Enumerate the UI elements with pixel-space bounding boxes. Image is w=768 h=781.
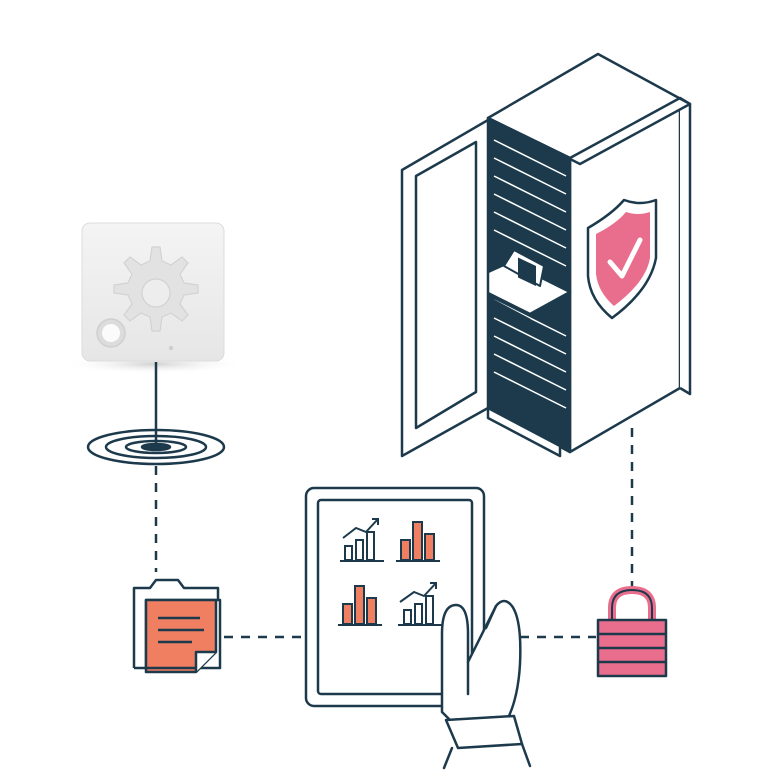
shield-checkmark-icon xyxy=(586,198,658,320)
gear-emboss-icon xyxy=(113,246,199,332)
keyboard-tray xyxy=(464,260,572,316)
bar-chart-filled-icon xyxy=(338,585,382,626)
bar-chart-outline-icon xyxy=(340,518,384,562)
bar-chart-outline-icon xyxy=(398,582,442,626)
device-led-icon xyxy=(169,346,173,350)
tablet-with-charts-icon xyxy=(304,486,486,708)
bar-chart-filled-icon xyxy=(396,521,440,562)
rack-units xyxy=(493,139,567,409)
padlock-icon xyxy=(596,586,668,678)
wireless-signal-icon xyxy=(86,428,226,466)
gear-sensor-device-icon xyxy=(62,222,246,374)
folder-document-icon xyxy=(132,578,222,674)
connectors xyxy=(154,428,634,639)
hand-holding-icon xyxy=(440,599,532,770)
server-rack-icon xyxy=(400,52,692,458)
